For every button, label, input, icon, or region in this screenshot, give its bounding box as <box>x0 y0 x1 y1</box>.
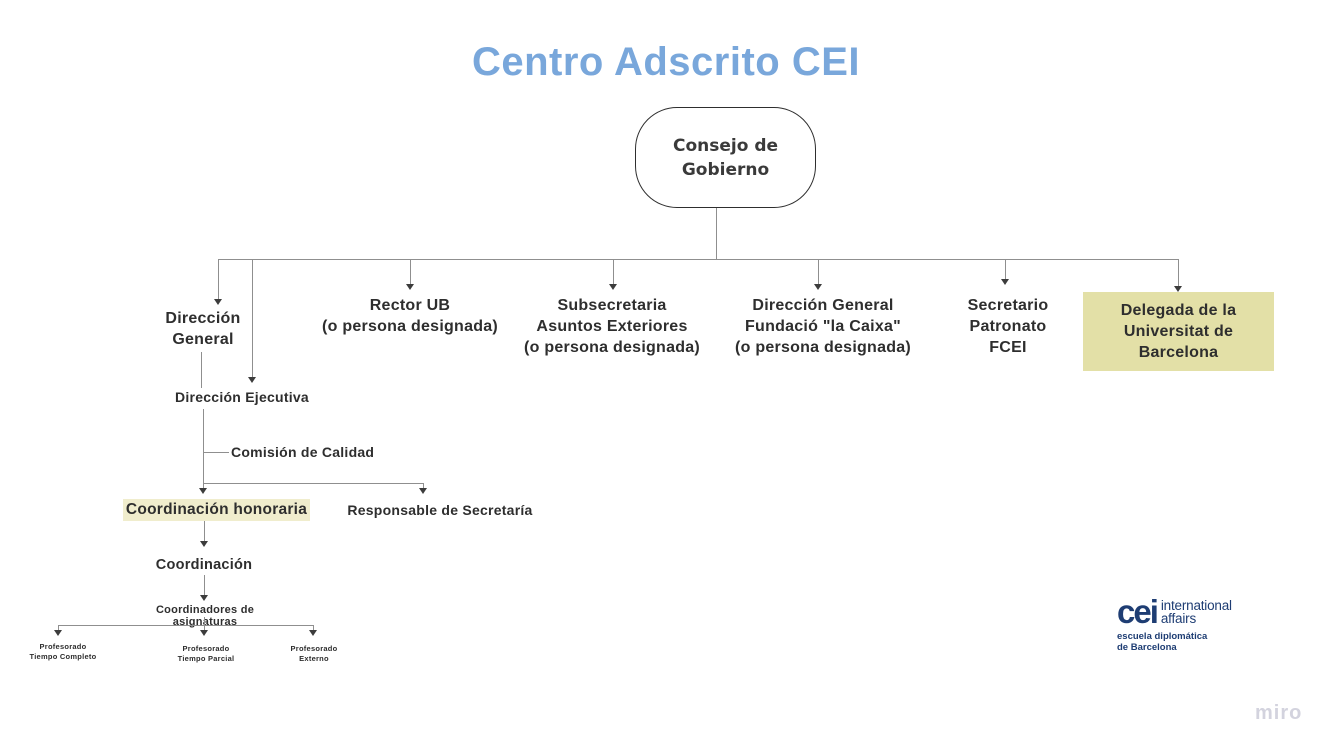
cei-logo-barcelona: de Barcelona <box>1117 642 1177 653</box>
org-node-comision-calidad: Comisión de Calidad <box>231 445 396 460</box>
org-node-coordinacion: Coordinación <box>144 557 264 573</box>
org-node-label: (o persona designada) <box>735 339 911 356</box>
arrow-down-icon <box>814 284 822 290</box>
org-node-label: FCEI <box>989 339 1027 356</box>
org-node-profesorado-tiempo-parcial: Profesorado Tiempo Parcial <box>161 644 251 664</box>
arrow-down-icon <box>199 488 207 494</box>
org-node-label: Rector UB <box>369 297 451 314</box>
org-node-label: Tiempo Completo <box>29 652 97 661</box>
org-node-label: Coordinación honoraria <box>125 501 308 518</box>
connector-coordinacion-to-coordinadores <box>204 575 205 596</box>
org-node-direccion-general: Dirección General <box>133 308 273 350</box>
org-node-label: Profesorado <box>182 644 230 653</box>
connector-profesorado-bar <box>58 625 314 626</box>
arrow-down-icon <box>248 377 256 383</box>
arrow-down-icon <box>200 541 208 547</box>
org-node-label: Universitat de <box>1123 323 1234 340</box>
org-node-label: (o persona designada) <box>322 318 498 335</box>
connector-honoraria-to-coordinacion <box>204 521 205 542</box>
cei-logo-affairs: affairs <box>1160 611 1196 626</box>
org-node-label: Subsecretaria <box>557 297 667 314</box>
org-node-label: Consejo de <box>672 135 779 156</box>
cei-logo: cei international affairs escuela diplom… <box>1117 593 1232 653</box>
arrow-down-icon <box>200 630 208 636</box>
arrow-down-icon <box>609 284 617 290</box>
org-node-label: Dirección Ejecutiva <box>175 389 309 405</box>
org-node-label: Fundació "la Caixa" <box>745 318 901 335</box>
connector-main-branch <box>218 259 1179 260</box>
connector-to-direccion-general <box>218 259 219 300</box>
connector-dg-to-de <box>201 352 202 388</box>
org-node-label: Externo <box>299 654 329 663</box>
org-node-profesorado-tiempo-completo: Profesorado Tiempo Completo <box>18 642 108 662</box>
org-node-label: Coordinación <box>155 557 253 573</box>
arrow-down-icon <box>214 299 222 305</box>
connector-responsable-drop <box>423 483 424 489</box>
org-node-label: Patronato <box>969 318 1047 335</box>
org-node-rector-ub: Rector UB (o persona designada) <box>320 295 500 337</box>
miro-watermark[interactable]: miro <box>1255 702 1303 724</box>
connector-prof-parcial-drop <box>204 625 205 631</box>
arrow-down-icon <box>1174 286 1182 292</box>
connector-de-main-vertical <box>203 409 204 489</box>
cei-logo-international: international <box>1160 598 1232 613</box>
org-node-consejo-de-gobierno: Consejo de Gobierno <box>635 107 816 208</box>
connector-to-responsable <box>203 483 423 484</box>
org-node-profesorado-externo: Profesorado Externo <box>269 644 359 664</box>
connector-coordinadores-stem <box>204 617 205 625</box>
org-node-label: Comisión de Calidad <box>231 444 375 460</box>
arrow-down-icon <box>406 284 414 290</box>
org-node-coordinacion-honoraria: Coordinación honoraria <box>123 499 310 521</box>
connector-prof-completo-drop <box>58 625 59 631</box>
arrow-down-icon <box>419 488 427 494</box>
org-node-label: Asuntos Exteriores <box>536 318 688 335</box>
connector-to-comision <box>203 452 229 453</box>
org-node-label: Tiempo Parcial <box>177 654 235 663</box>
connector-to-secretario <box>1005 259 1006 280</box>
connector-prof-externo-drop <box>313 625 314 631</box>
org-node-label: Delegada de la <box>1120 302 1237 319</box>
arrow-down-icon <box>200 595 208 601</box>
cei-logo-escuela: escuela diplomática <box>1117 631 1208 642</box>
org-node-label: Dirección General <box>752 297 894 314</box>
arrow-down-icon <box>1001 279 1009 285</box>
connector-to-rector <box>410 259 411 285</box>
org-node-direccion-ejecutiva: Dirección Ejecutiva <box>167 390 317 405</box>
org-node-fundacio-la-caixa: Dirección General Fundació "la Caixa" (o… <box>733 295 913 358</box>
cei-logo-wordmark: cei <box>1117 593 1159 630</box>
org-node-label: Profesorado <box>290 644 338 653</box>
org-node-secretario-patronato: Secretario Patronato FCEI <box>958 295 1058 358</box>
arrow-down-icon <box>54 630 62 636</box>
page-title: Centro Adscrito CEI <box>471 40 861 84</box>
org-node-label: Gobierno <box>681 159 770 180</box>
org-node-label: Dirección <box>165 310 241 327</box>
org-node-label: General <box>172 331 234 348</box>
connector-to-direccion-ejecutiva <box>252 259 253 378</box>
connector-to-delegada <box>1178 259 1179 287</box>
org-node-label: Barcelona <box>1138 344 1219 361</box>
org-node-delegada-ub: Delegada de la Universitat de Barcelona <box>1083 292 1274 371</box>
connector-to-fundacio <box>818 259 819 285</box>
org-node-subsecretaria: Subsecretaria Asuntos Exteriores (o pers… <box>522 295 702 358</box>
org-node-label: (o persona designada) <box>524 339 700 356</box>
org-node-label: Responsable de Secretaría <box>347 502 533 518</box>
org-node-label: Secretario <box>967 297 1049 314</box>
connector-root-stem <box>716 208 717 259</box>
org-node-responsable-secretaria: Responsable de Secretaría <box>340 503 540 518</box>
connector-to-subsecretaria <box>613 259 614 285</box>
org-node-label: Profesorado <box>39 642 87 651</box>
arrow-down-icon <box>309 630 317 636</box>
